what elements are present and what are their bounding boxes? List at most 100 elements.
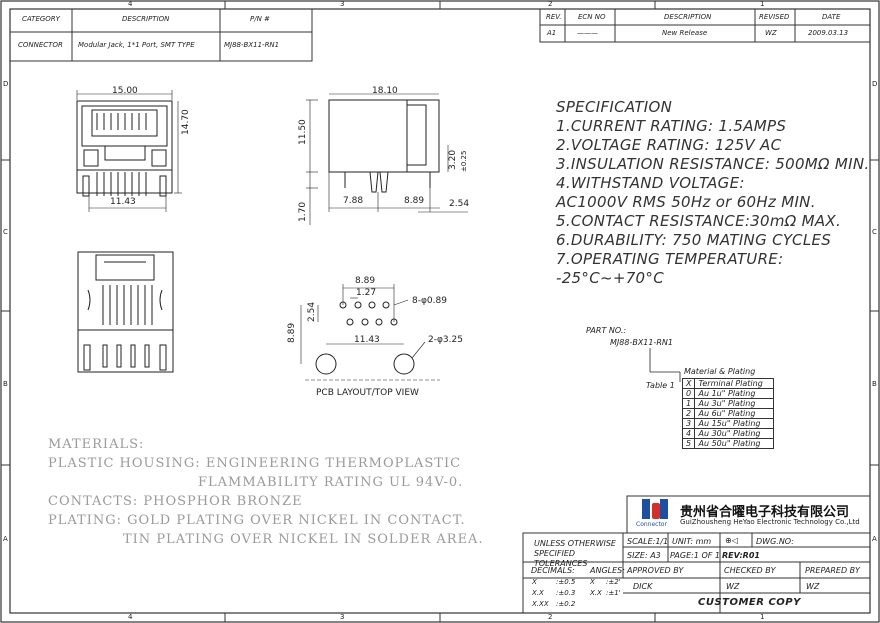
revised-header: REVISED [759, 13, 790, 21]
zone-label-bottom: 1 [760, 613, 765, 621]
dwg-no-label: DWG.NO: [756, 537, 794, 546]
zone-label-top: 2 [548, 0, 553, 8]
zone-label-side: B [872, 380, 877, 388]
decimals-label: DECIMALS: [531, 566, 575, 575]
spec-line: 2.VOLTAGE RATING: 125V AC [556, 136, 782, 154]
logo-bar-icon [652, 503, 660, 519]
materials-line: PLASTIC HOUSING: ENGINEERING THERMOPLAST… [48, 456, 462, 471]
spec-line: 6.DURABILITY: 750 MATING CYCLES [556, 231, 832, 249]
company-logo [640, 499, 670, 523]
plating-table-title: Table 1 [646, 381, 675, 390]
decimal-key: X.XX [532, 600, 549, 608]
dim-side-height: 11.50 [298, 119, 308, 145]
plating-code: 4 [681, 428, 696, 439]
approved-by-value: DICK [633, 582, 653, 591]
company-name-en: GuiZhousheng HeYao Electronic Technology… [680, 518, 860, 526]
angles-label: ANGLES: [590, 566, 625, 575]
zone-label-side: D [3, 80, 9, 88]
dim-side-a: 7.88 [343, 196, 364, 206]
materials-block: MATERIALS: PLASTIC HOUSING: ENGINEERING … [48, 435, 484, 549]
materials-line: PLATING: GOLD PLATING OVER NICKEL IN CON… [48, 513, 466, 528]
checked-by-value: WZ [726, 582, 740, 591]
size-value: SIZE: A3 [627, 551, 661, 560]
date-value: 2009.03.13 [808, 29, 849, 37]
prepared-by-value: WZ [806, 582, 820, 591]
revised-value: WZ [765, 29, 777, 37]
plating-desc-header: Terminal Plating [694, 378, 775, 389]
spec-line: 7.OPERATING TEMPERATURE: -25°C~+70°C [556, 250, 784, 287]
spec-line: 3.INSULATION RESISTANCE: 500MΩ MIN. [556, 155, 870, 173]
zone-label-side: D [872, 80, 878, 88]
zone-label-bottom: 2 [548, 613, 553, 621]
zone-label-side: C [3, 228, 8, 236]
decimal-key: X.X [532, 589, 544, 597]
angle-tol: :±1' [606, 589, 621, 597]
ecn-header: ECN NO [578, 13, 606, 21]
zone-label-top: 3 [340, 0, 345, 8]
header-description-label: DESCRIPTION [122, 15, 170, 23]
dim-front-height: 14.70 [181, 109, 191, 135]
rev-value: A1 [547, 29, 557, 37]
header-pn-label: P/N # [250, 15, 270, 23]
plating-code: 5 [681, 438, 696, 449]
rev-level: REV:R01 [722, 551, 760, 560]
angle-tol: :±2' [606, 578, 621, 586]
dim-pcb-row: 2.54 [307, 301, 317, 322]
logo-text: Connector [636, 521, 667, 528]
decimal-tol: :±0.2 [556, 600, 576, 608]
checked-by-label: CHECKED BY [724, 566, 776, 575]
dim-side-width: 18.10 [372, 86, 398, 96]
zone-label-bottom: 4 [128, 613, 133, 621]
dim-pcb-post-span: 11.43 [354, 335, 380, 345]
projection-icon: ⊕◁ [725, 536, 738, 545]
page-value: PAGE:1 OF 1 [670, 551, 721, 560]
logo-bar-icon [642, 499, 650, 519]
materials-line: FLAMMABILITY RATING UL 94V-0. [198, 475, 464, 490]
materials-title: MATERIALS: [48, 437, 145, 452]
logo-bar-icon [660, 499, 668, 519]
dim-side-c: 2.54 [449, 199, 470, 209]
unit-value: UNIT: mm [672, 537, 712, 546]
spec-line: 4.WITHSTAND VOLTAGE: [556, 174, 745, 192]
part-no-value: MJ88-BX11-RN1 [610, 338, 673, 347]
approved-by-label: APPROVED BY [627, 566, 684, 575]
ecn-value: ——— [577, 29, 598, 37]
prepared-by-label: PREPARED BY [805, 566, 860, 575]
materials-line: TIN PLATING OVER NICKEL IN SOLDER AREA. [123, 532, 484, 547]
dim-side-leg: 1.70 [298, 201, 308, 222]
decimal-tol: :±0.3 [556, 589, 576, 597]
part-no-label: PART NO.: [586, 326, 627, 335]
header-category-label: CATEGORY [22, 15, 60, 23]
dim-front-pin-span: 11.43 [110, 197, 136, 207]
dim-pcb-posts: 2-φ3.25 [428, 335, 463, 345]
part-no-callout: Material & Plating [684, 367, 756, 376]
dim-front-width: 15.00 [112, 86, 138, 96]
plating-table-header: X Terminal Plating [681, 378, 775, 389]
date-header: DATE [822, 13, 841, 21]
plating-code: 1 [681, 398, 696, 409]
pn-value: MJ88-BX11-RN1 [224, 41, 280, 49]
materials-line: CONTACTS: PHOSPHOR BRONZE [48, 494, 303, 509]
category-value: CONNECTOR [18, 41, 63, 49]
plating-code: 2 [681, 408, 696, 419]
rev-header: REV. [546, 13, 562, 21]
spec-line: 5.CONTACT RESISTANCE:30mΩ MAX. [556, 212, 842, 230]
customer-copy-label: CUSTOMER COPY [698, 597, 801, 608]
plating-desc: Au 30u" Plating [694, 428, 775, 439]
zone-label-bottom: 3 [340, 613, 345, 621]
decimal-key: X [532, 578, 537, 586]
zone-label-side: A [3, 535, 8, 543]
plating-code: 0 [681, 388, 696, 399]
angle-key: X [590, 578, 595, 586]
zone-label-side: A [872, 535, 877, 543]
zone-label-side: B [3, 380, 8, 388]
spec-line: AC1000V RMS 50Hz or 60Hz MIN. [556, 193, 816, 211]
decimal-tol: :±0.5 [556, 578, 576, 586]
